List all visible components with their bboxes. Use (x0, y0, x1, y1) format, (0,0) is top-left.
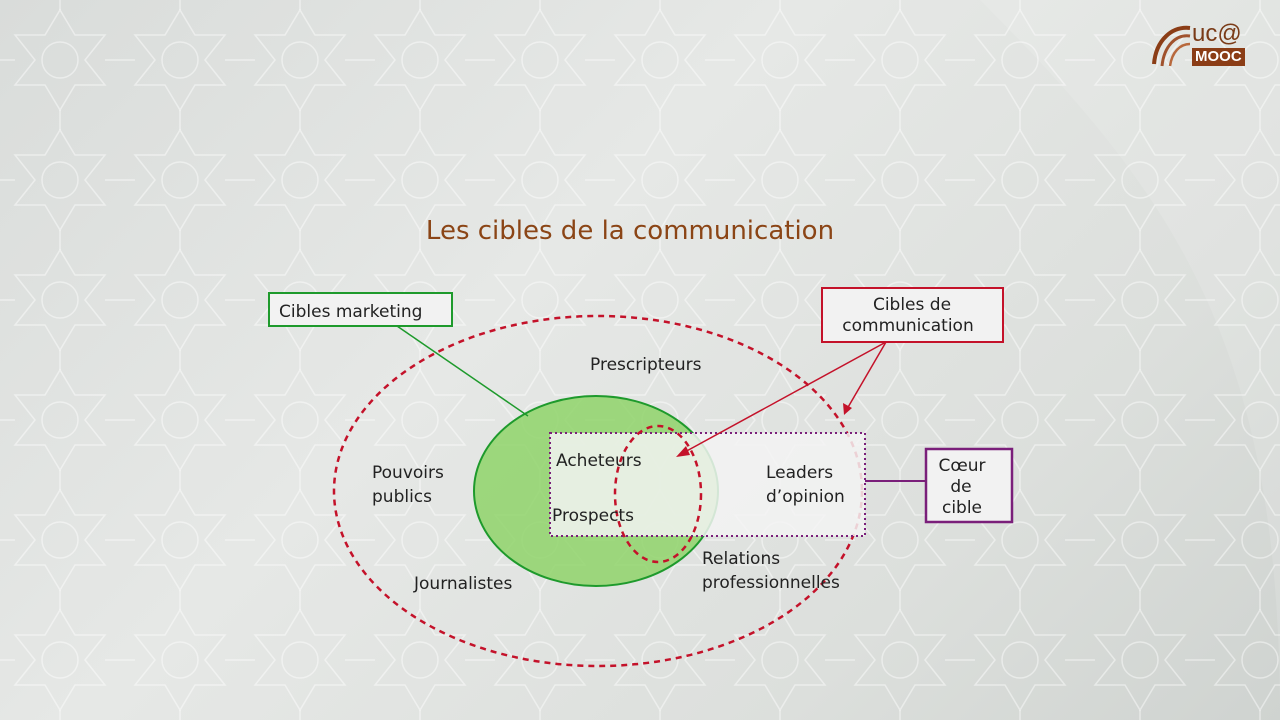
communication-arrowhead-inner (676, 446, 690, 457)
logo-arc-icon (1152, 25, 1191, 67)
callout-coeur-line3: cible (942, 498, 982, 518)
label-prescripteurs: Prescripteurs (590, 355, 702, 375)
callout-coeur-box (924, 447, 1014, 524)
marketing-connector-line (396, 325, 529, 417)
communication-arrow-inner (682, 341, 887, 454)
callout-communication-line1: Cibles de (873, 295, 951, 315)
communication-arrowhead-outer (843, 403, 852, 415)
label-relations-line1: Relations (702, 549, 780, 569)
callout-marketing-label: Cibles marketing (279, 302, 422, 322)
label-journalistes: Journalistes (413, 574, 512, 594)
ucam-mooc-logo: uc@ MOOC (1150, 20, 1250, 70)
label-acheteurs: Acheteurs (556, 451, 642, 471)
callout-marketing-box (268, 292, 453, 327)
label-prospects: Prospects (552, 506, 634, 526)
label-leaders-line1: Leaders (766, 463, 833, 483)
callout-communication-box (821, 287, 1004, 343)
logo-tag-text: MOOC (1192, 48, 1245, 66)
logo-brand-text: uc@ (1192, 20, 1242, 47)
communication-arrow-outer (846, 341, 887, 410)
callout-communication-line2: communication (842, 316, 973, 336)
buyers-inner-ellipse (613, 424, 703, 564)
slide-title: Les cibles de la communication (425, 216, 835, 246)
label-pouvoirs-line2: publics (372, 487, 432, 507)
label-relations-line2: professionnelles (702, 573, 840, 593)
core-target-rectangle (549, 432, 866, 537)
callout-coeur-line2: de (950, 477, 971, 497)
callout-coeur-line1: Cœur (938, 456, 985, 476)
label-leaders-line2: d’opinion (766, 487, 845, 507)
label-pouvoirs-line1: Pouvoirs (372, 463, 444, 483)
